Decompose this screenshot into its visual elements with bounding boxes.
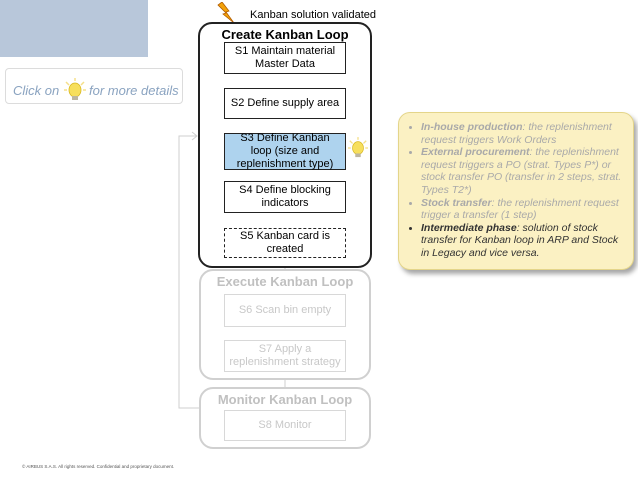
validated-label: Kanban solution validated [250, 9, 376, 21]
callout-item-external: External procurement: the replenishment … [421, 146, 625, 196]
step-s6[interactable]: S6 Scan bin empty [224, 294, 346, 327]
feedback-loop-line [178, 135, 199, 409]
step-s2[interactable]: S2 Define supply area [224, 88, 346, 119]
header-color-block [0, 0, 148, 57]
hint-suffix: for more details [89, 83, 179, 98]
step-s4[interactable]: S4 Define blocking indicators [224, 181, 346, 213]
replenishment-details-callout: In-house production: the replenishment r… [398, 112, 634, 270]
phase-execute-title: Execute Kanban Loop [216, 274, 354, 289]
callout-item-stock-transfer: Stock transfer: the replenishment reques… [421, 197, 625, 222]
hint-prefix: Click on [13, 83, 60, 98]
details-hint: Click on for more details [5, 68, 183, 104]
phase-monitor-title: Monitor Kanban Loop [217, 392, 353, 407]
step-s5[interactable]: S5 Kanban card is created [224, 228, 346, 258]
step-s7[interactable]: S7 Apply a replenishment strategy [224, 340, 346, 372]
callout-item-inhouse: In-house production: the replenishment r… [421, 121, 625, 146]
step-s3[interactable]: S3 Define Kanban loop (size and replenis… [224, 132, 346, 170]
lightbulb-icon[interactable] [348, 137, 368, 159]
lightning-bolt-icon [217, 2, 235, 24]
feedback-loop-arrowhead [191, 131, 198, 141]
step-s8[interactable]: S8 Monitor [224, 410, 346, 441]
callout-item-intermediate: Intermediate phase: solution of stock tr… [421, 222, 625, 260]
phase-create-title: Create Kanban Loop [221, 27, 349, 42]
copyright-footer: © AIRBUS S.A.S. All rights reserved. Con… [22, 464, 175, 469]
lightbulb-icon[interactable] [64, 78, 86, 102]
step-s1[interactable]: S1 Maintain material Master Data [224, 42, 346, 74]
